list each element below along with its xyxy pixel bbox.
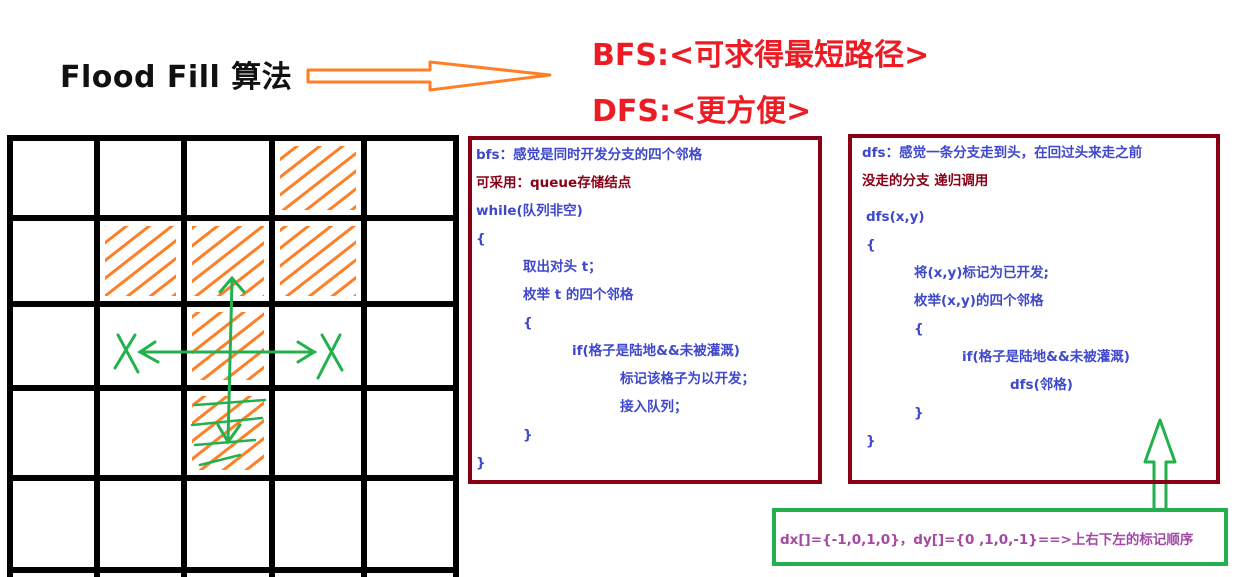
direction-arrows: [113, 275, 344, 467]
direction-note: dx[]={-1,0,1,0}，dy[]={0 ,1,0,-1}==>上右下左的…: [780, 532, 1194, 548]
diagram-title: Flood Fill 算法: [60, 60, 293, 95]
blocked-left-icon: [113, 333, 140, 374]
green-up-arrow-icon: [1143, 418, 1177, 508]
dfs-line: dfs：感觉一条分支走到头，在回过头来走之前: [862, 145, 1143, 161]
bfs-line: {: [476, 231, 486, 247]
filled-cell: [105, 226, 176, 296]
filled-cell: [192, 312, 264, 380]
bfs-line: }: [523, 427, 533, 443]
dfs-line: }: [914, 405, 924, 421]
filled-cell: [192, 226, 264, 296]
arrow-left-icon: [137, 340, 160, 364]
bfs-line: 接入队列；: [620, 399, 688, 415]
bfs-line: 标记该格子为以开发；: [620, 371, 755, 387]
blocked-right-icon: [316, 333, 344, 380]
bfs-heading: BFS:<可求得最短路径>: [592, 38, 930, 73]
arrow-right-icon: [296, 340, 317, 364]
dfs-line: dfs(邻格): [1010, 377, 1073, 393]
filled-cell: [280, 226, 356, 296]
dfs-line: }: [866, 433, 876, 449]
grid: [7, 135, 459, 577]
filled-cell: [280, 146, 356, 210]
arrow-up-icon: [218, 275, 246, 294]
bfs-line: 可采用：queue存储结点: [476, 175, 632, 191]
orange-arrow-icon: [306, 60, 552, 92]
direction-note-box: [772, 508, 1228, 566]
bfs-line: 枚举 t 的四个邻格: [523, 287, 634, 303]
bfs-line: bfs：感觉是同时开发分支的四个邻格: [476, 147, 703, 163]
bfs-line: {: [523, 315, 533, 331]
dfs-line: 将(x,y)标记为已开发;: [914, 265, 1049, 281]
dfs-line: if(格子是陆地&&未被灌溉): [962, 349, 1130, 365]
bfs-code-box: [468, 136, 822, 484]
dfs-heading: DFS:<更方便>: [592, 94, 812, 129]
dfs-line: {: [914, 321, 924, 337]
dfs-line: {: [866, 237, 876, 253]
dfs-code-box: [848, 134, 1220, 484]
dfs-line: 没走的分支 递归调用: [862, 173, 989, 189]
bfs-line: if(格子是陆地&&未被灌溉): [572, 343, 740, 359]
bfs-line: }: [476, 455, 486, 471]
dfs-line: dfs(x,y): [866, 209, 925, 225]
dfs-line: 枚举(x,y)的四个邻格: [914, 293, 1044, 309]
bfs-line: 取出对头 t；: [523, 259, 602, 275]
bfs-line: while(队列非空): [476, 203, 583, 219]
